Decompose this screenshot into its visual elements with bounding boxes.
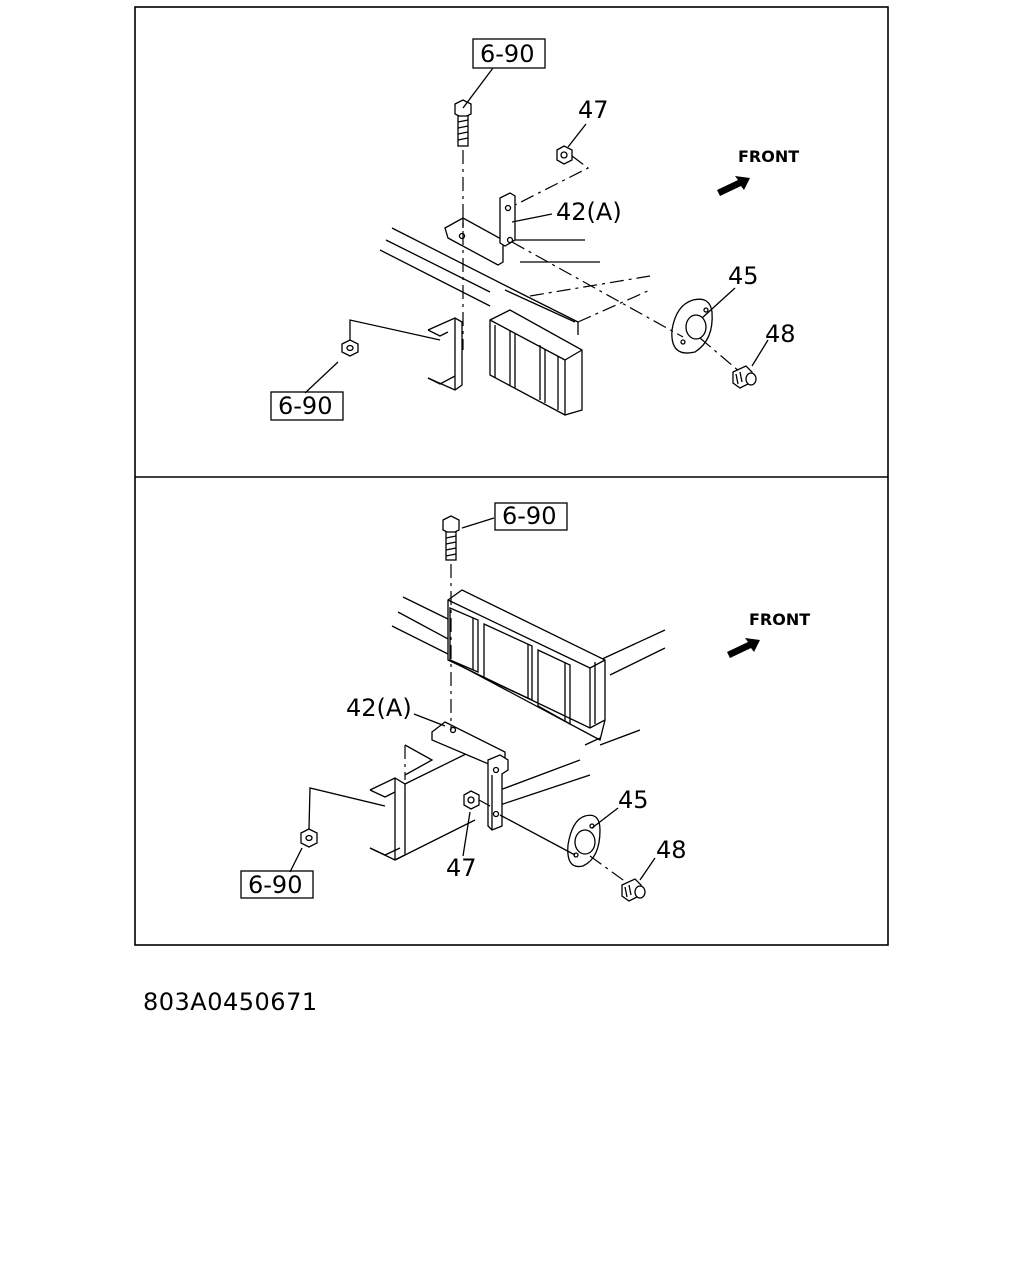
bottom-label-45: 45 xyxy=(618,786,649,814)
top-leader-45 xyxy=(701,287,736,319)
bottom-label-47: 47 xyxy=(446,854,477,882)
bottom-label-48: 48 xyxy=(656,836,687,864)
bottom-lower-nut-icon xyxy=(300,787,386,848)
top-grommet-45-icon xyxy=(511,241,741,373)
bottom-ref-upper-label: 6-90 xyxy=(502,502,556,530)
bottom-grommet-45-icon xyxy=(499,814,631,886)
top-lower-nut-icon xyxy=(341,319,441,357)
bottom-leader-lower-ref xyxy=(289,847,303,873)
top-panel: FRONT 6-90 6-90 47 42(A) 45 48 xyxy=(270,38,799,421)
bottom-ref-box-lower xyxy=(240,870,314,899)
bottom-front-label: FRONT xyxy=(749,610,810,629)
top-label-45: 45 xyxy=(728,262,759,290)
top-leader-lower-ref xyxy=(304,361,339,394)
top-ref-box-lower xyxy=(270,391,344,421)
bottom-ref-lower-label: 6-90 xyxy=(248,871,302,899)
top-front-arrow-icon xyxy=(717,176,750,196)
top-ref-lower-label: 6-90 xyxy=(278,392,332,420)
bottom-label-42a: 42(A) xyxy=(346,694,412,722)
top-label-47: 47 xyxy=(578,96,609,124)
top-label-48: 48 xyxy=(765,320,796,348)
bottom-leader-45 xyxy=(591,807,619,829)
top-bracket xyxy=(444,192,516,266)
bottom-front-arrow-icon xyxy=(727,638,760,658)
bottom-leader-42a xyxy=(413,713,446,727)
bottom-panel: FRONT 6-90 6-90 47 42(A) 45 48 xyxy=(240,502,810,902)
diagram-frame xyxy=(134,6,889,946)
top-leader-48 xyxy=(751,339,769,367)
top-leader-upper-ref xyxy=(462,67,494,109)
bottom-crossmember xyxy=(369,751,476,861)
bottom-leader-upper-ref xyxy=(461,517,495,529)
top-leader-47 xyxy=(567,123,587,148)
bottom-nut-47-icon xyxy=(463,790,491,810)
top-ref-upper-label: 6-90 xyxy=(480,40,534,68)
bottom-leader-48 xyxy=(639,857,656,881)
top-upper-bolt-icon xyxy=(454,99,472,350)
drawing-number: 803A0450671 xyxy=(143,988,318,1016)
bottom-frame-rail xyxy=(391,596,666,806)
bottom-bolt-48-icon xyxy=(621,878,646,902)
top-ref-box-upper xyxy=(472,38,546,69)
bottom-upper-bolt-icon xyxy=(442,515,460,730)
top-frame-rail xyxy=(379,227,651,335)
bottom-ref-box-upper xyxy=(494,502,568,531)
top-leader-42a xyxy=(511,213,553,223)
top-crossmember xyxy=(427,317,463,391)
bottom-ecu-module xyxy=(447,589,606,741)
top-nut-47-icon xyxy=(514,145,590,206)
top-ecu-module xyxy=(489,289,583,416)
bottom-leader-47 xyxy=(462,811,471,857)
top-label-42a: 42(A) xyxy=(556,198,622,226)
top-front-label: FRONT xyxy=(738,147,799,166)
bottom-bracket xyxy=(404,721,509,831)
top-bolt-48-icon xyxy=(732,365,757,389)
